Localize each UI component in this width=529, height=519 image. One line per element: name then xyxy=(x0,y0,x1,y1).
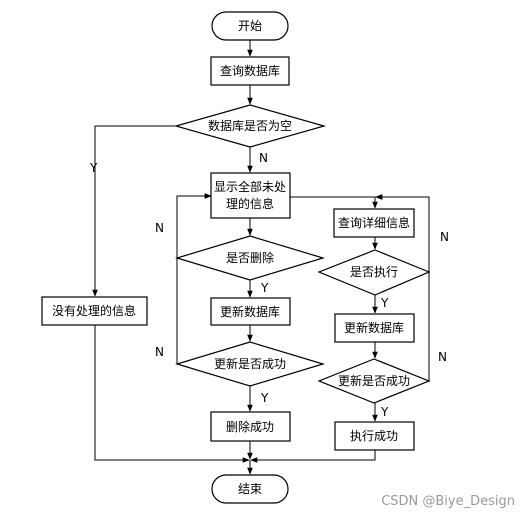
show-unprocessed-label-1: 显示全部未处 xyxy=(214,179,286,194)
edges xyxy=(92,40,430,475)
label-execute-yes: Y xyxy=(380,296,389,310)
node-query-db: 查询数据库 xyxy=(210,56,290,86)
edge-execute-success-end xyxy=(250,450,376,463)
node-update-success-right: 更新是否成功 xyxy=(317,358,431,404)
is-execute-label: 是否执行 xyxy=(350,265,398,279)
delete-success-label: 删除成功 xyxy=(226,419,274,434)
is-delete-label: 是否删除 xyxy=(226,250,274,265)
query-detail-label: 查询详细信息 xyxy=(338,215,410,230)
node-delete-success: 删除成功 xyxy=(210,411,291,442)
start-label: 开始 xyxy=(238,19,262,33)
node-start: 开始 xyxy=(211,11,289,41)
edge-empty-yes xyxy=(92,125,177,297)
node-end: 结束 xyxy=(211,474,289,504)
label-execute-no: N xyxy=(440,230,449,244)
edge-update-right-no xyxy=(375,194,430,381)
is-empty-label: 数据库是否为空 xyxy=(208,118,292,133)
update-success-right-label: 更新是否成功 xyxy=(338,373,410,388)
node-execute-success: 执行成功 xyxy=(334,421,415,451)
watermark: CSDN @Biye_Design xyxy=(381,494,515,509)
show-unprocessed-label-2: 理的信息 xyxy=(226,196,274,211)
query-db-label: 查询数据库 xyxy=(220,63,280,78)
node-show-unprocessed: 显示全部未处 理的信息 xyxy=(210,172,291,219)
node-is-empty: 数据库是否为空 xyxy=(173,104,327,148)
label-update-right-yes: Y xyxy=(380,405,389,419)
edge-update-left-no xyxy=(176,193,212,364)
edge-show-right-branch xyxy=(290,196,378,209)
end-label: 结束 xyxy=(238,482,262,496)
label-delete-no: N xyxy=(155,221,164,235)
node-update-db-right: 更新数据库 xyxy=(334,313,415,343)
node-query-detail: 查询详细信息 xyxy=(333,208,415,238)
label-empty-no: N xyxy=(259,151,268,165)
label-update-right-no: N xyxy=(438,350,447,364)
update-db-right-label: 更新数据库 xyxy=(344,320,404,335)
label-empty-yes: Y xyxy=(89,161,98,175)
edge-labels: N Y N Y N Y Y N N Y xyxy=(89,151,449,419)
update-success-left-label: 更新是否成功 xyxy=(214,356,286,371)
node-update-success-left: 更新是否成功 xyxy=(174,341,326,387)
no-unprocessed-label: 没有处理的信息 xyxy=(52,303,136,318)
label-update-left-no: N xyxy=(155,345,164,359)
update-db-left-label: 更新数据库 xyxy=(220,304,280,319)
node-is-delete: 是否删除 xyxy=(174,235,326,281)
edge-no-info-end xyxy=(94,325,250,463)
execute-success-label: 执行成功 xyxy=(350,429,398,443)
label-update-left-yes: Y xyxy=(260,391,269,405)
node-is-execute: 是否执行 xyxy=(317,249,431,296)
node-update-db-left: 更新数据库 xyxy=(210,297,291,326)
label-delete-yes: Y xyxy=(260,281,269,295)
node-no-unprocessed: 没有处理的信息 xyxy=(41,296,148,326)
